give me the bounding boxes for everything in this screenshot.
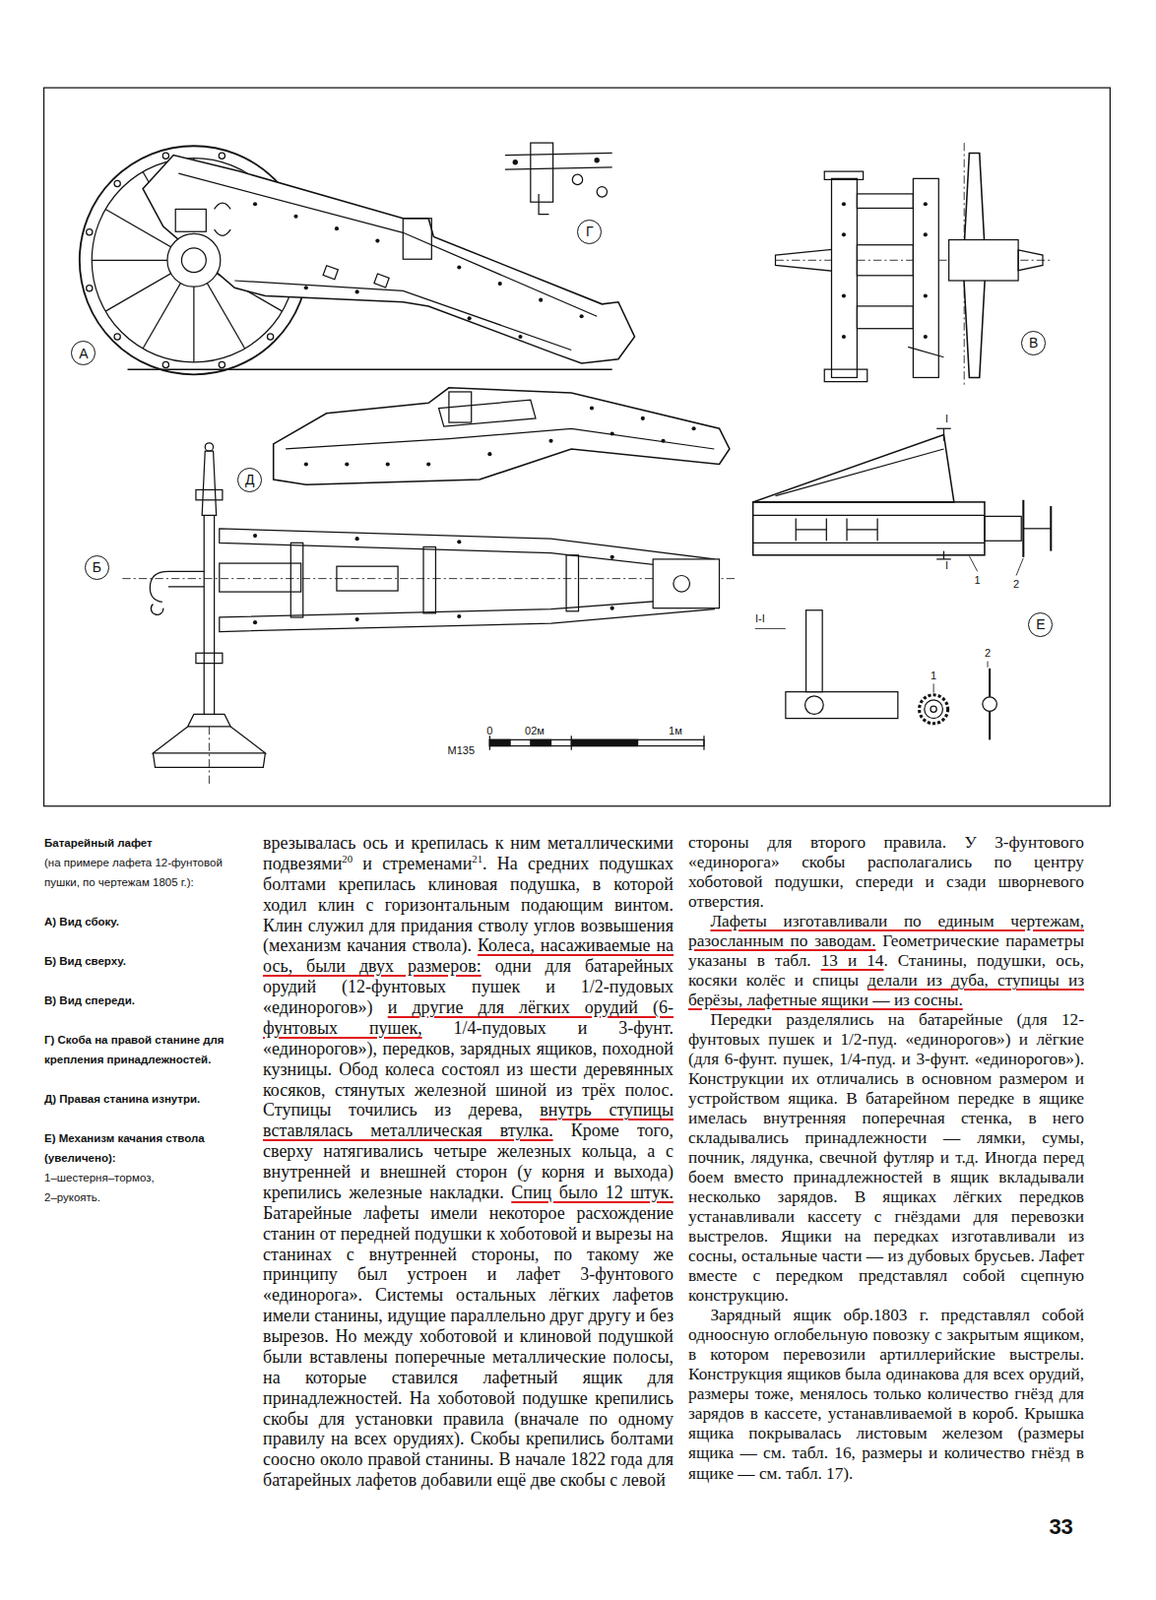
section-mark: I — [945, 412, 949, 424]
view-letter: Г — [585, 224, 594, 239]
caption-item: 2–рукоять. — [44, 1187, 248, 1208]
caption-column: Батарейный лафет(на примере лафета 12-фу… — [44, 833, 248, 1208]
scale-label: 0 — [486, 724, 493, 736]
caption-item: Е) Механизм качания ствола (увеличено): — [44, 1128, 248, 1168]
caption-item: Б) Вид сверху. — [44, 951, 248, 971]
footnote-ref: 21 — [471, 852, 483, 865]
text-column: стороны для второго правила. У 3-фунтово… — [688, 833, 1085, 1484]
text-column: врезывалась ось и крепилась к ним металл… — [262, 833, 674, 1491]
view-letter: Д — [245, 472, 255, 487]
page-number: 33 — [1048, 1516, 1073, 1539]
paragraph: врезывалась ось и крепилась к ним металл… — [262, 833, 674, 1491]
caption-item: А) Вид сбоку. — [44, 911, 248, 932]
scale-label: 02м — [524, 724, 545, 736]
scale-label: 1м — [668, 724, 683, 736]
cheek-inside-view — [273, 387, 730, 485]
view-letter-circle: В — [1021, 330, 1046, 356]
body-text: Зарядный ящик обр.1803 г. представлял со… — [688, 1305, 1085, 1482]
view-letter: Б — [92, 560, 102, 575]
caption-item: В) Вид спереди. — [44, 990, 248, 1011]
view-letter-circle: Г — [577, 219, 602, 245]
section-view — [755, 610, 998, 741]
figure-title: Батарейный лафет — [44, 833, 248, 853]
underlined-text: Спиц было 12 штук. — [511, 1182, 674, 1203]
underlined-text: 13 и 14 — [821, 951, 885, 970]
view-letter-circle: А — [70, 340, 96, 366]
footnote-ref: 20 — [341, 852, 353, 865]
section-title: I-I — [755, 612, 766, 624]
paragraph: стороны для второго правила. У 3-фунтово… — [688, 833, 1085, 912]
view-letter-circle: Д — [237, 467, 262, 493]
view-letter: А — [78, 346, 88, 361]
body-text: Батарейные лафеты имели некоторое расхож… — [262, 1203, 674, 1490]
callout-number: 2 — [984, 647, 991, 659]
elevation-mechanism — [753, 428, 1052, 576]
top-view — [122, 443, 735, 786]
callout-number: 1 — [974, 574, 981, 585]
section-mark: I — [945, 560, 949, 572]
caption-item: Г) Скоба на правой станине для крепления… — [44, 1029, 248, 1070]
view-letter: Е — [1035, 617, 1045, 632]
scale-ratio: М135 — [448, 744, 476, 756]
callout-number: 2 — [1013, 578, 1020, 589]
caption-item: Д) Правая станина изнутри. — [44, 1089, 248, 1109]
paragraph: Передки разделялись на батарейные (для 1… — [688, 1010, 1085, 1306]
body-text: стороны для второго правила. У 3-фунтово… — [688, 833, 1085, 911]
front-view — [775, 142, 1052, 388]
caption-item: 1–шестерня–тормоз, — [44, 1167, 248, 1188]
callout-number: 1 — [930, 669, 937, 681]
body-text: Передки разделялись на батарейные (для 1… — [688, 1010, 1085, 1305]
view-letter-circle: Е — [1027, 612, 1053, 638]
body-text: и стременами — [362, 853, 472, 874]
side-view — [79, 145, 636, 375]
scale-bar — [489, 735, 705, 751]
drawing-frame — [44, 87, 1111, 807]
view-letter: В — [1028, 335, 1038, 350]
view-letter-circle: Б — [84, 555, 110, 580]
bracket-detail — [505, 142, 613, 215]
paragraph: Зарядный ящик обр.1803 г. представлял со… — [688, 1305, 1085, 1483]
paragraph: Лафеты изготавливали по единым чертежам,… — [688, 911, 1085, 1011]
figure-caption: (на примере лафета 12-фунтовой пушки, по… — [44, 852, 248, 893]
